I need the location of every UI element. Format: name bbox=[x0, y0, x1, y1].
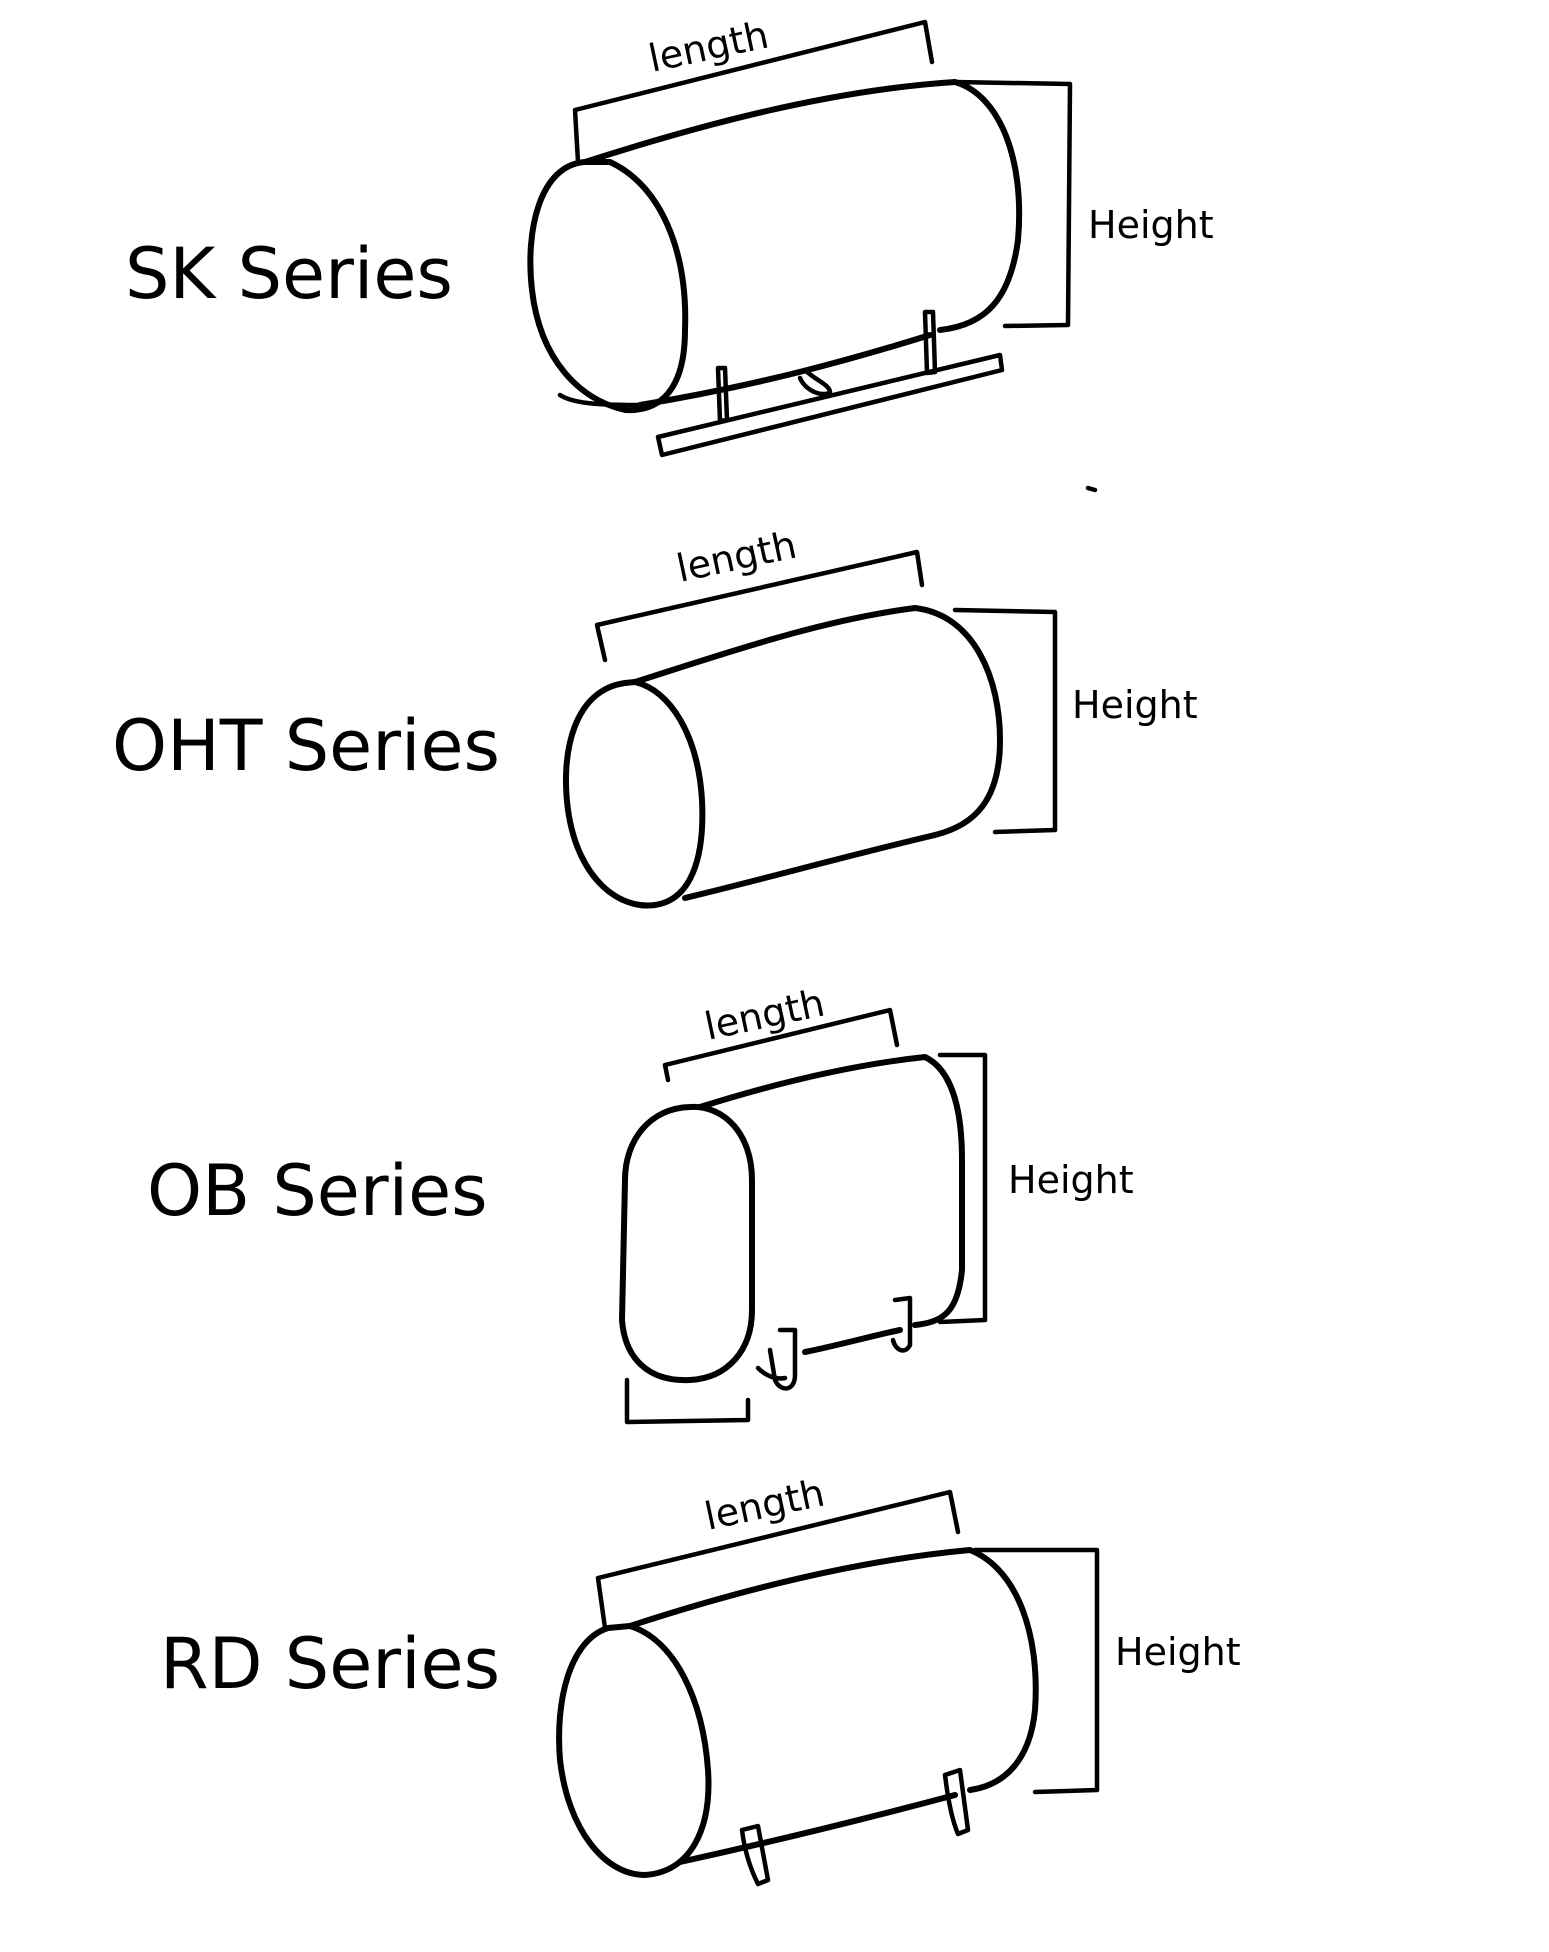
ob-tank-top-and-back bbox=[697, 1054, 965, 1328]
sk-height-label: Height bbox=[1088, 203, 1214, 247]
sk-tank-top-and-back bbox=[582, 79, 1023, 333]
ob-width-bracket bbox=[624, 1377, 751, 1425]
sk-skid-brace bbox=[797, 367, 833, 397]
rd-height-label: Height bbox=[1115, 1630, 1241, 1674]
ob-height-bracket bbox=[937, 1052, 988, 1325]
oht-length-bracket bbox=[594, 549, 925, 663]
sk-skid-front-tip bbox=[557, 392, 643, 408]
rd-tank-front-end bbox=[556, 1623, 712, 1878]
ob-front-foot bbox=[767, 1327, 798, 1391]
oht-tank-body bbox=[632, 605, 1003, 901]
oht-height-bracket bbox=[952, 607, 1058, 835]
sk-series-label: SK Series bbox=[125, 233, 453, 315]
oht-series-group: OHT Series length Height bbox=[112, 523, 1198, 909]
rd-height-bracket bbox=[972, 1547, 1100, 1795]
rd-series-group: RD Series length Height bbox=[160, 1471, 1241, 1887]
oht-height-label: Height bbox=[1072, 683, 1198, 727]
ob-tank-bottom bbox=[802, 1327, 903, 1355]
sk-tank-bottom bbox=[637, 332, 933, 408]
sk-tank-front-end bbox=[527, 159, 689, 414]
sk-series-group: SK Series length Height bbox=[125, 13, 1214, 458]
ob-rear-foot bbox=[890, 1295, 913, 1353]
rd-tank-bottom bbox=[677, 1792, 958, 1865]
sk-length-bracket bbox=[572, 19, 935, 165]
sk-height-bracket bbox=[952, 79, 1073, 329]
ob-foot-link bbox=[755, 1365, 788, 1381]
ob-tank-front-end bbox=[619, 1103, 755, 1384]
stray-mark bbox=[1085, 485, 1098, 493]
oht-series-label: OHT Series bbox=[112, 705, 500, 787]
rd-length-bracket bbox=[595, 1489, 961, 1631]
oht-length-label: length bbox=[673, 523, 801, 591]
sk-length-label: length bbox=[645, 13, 773, 81]
rd-series-label: RD Series bbox=[160, 1623, 500, 1705]
ob-series-group: OB Series length Height bbox=[147, 981, 1134, 1425]
oht-tank-front-end bbox=[563, 679, 706, 909]
rd-tank-top-and-back bbox=[627, 1547, 1039, 1793]
sk-front-saddle bbox=[715, 365, 730, 424]
ob-height-label: Height bbox=[1008, 1158, 1134, 1202]
sk-rear-saddle bbox=[922, 309, 938, 376]
ob-series-label: OB Series bbox=[147, 1150, 488, 1232]
sk-skid-base bbox=[655, 352, 1005, 458]
rd-rear-saddle bbox=[942, 1767, 971, 1837]
rd-front-saddle bbox=[739, 1823, 771, 1887]
ob-length-bracket bbox=[662, 1007, 900, 1083]
